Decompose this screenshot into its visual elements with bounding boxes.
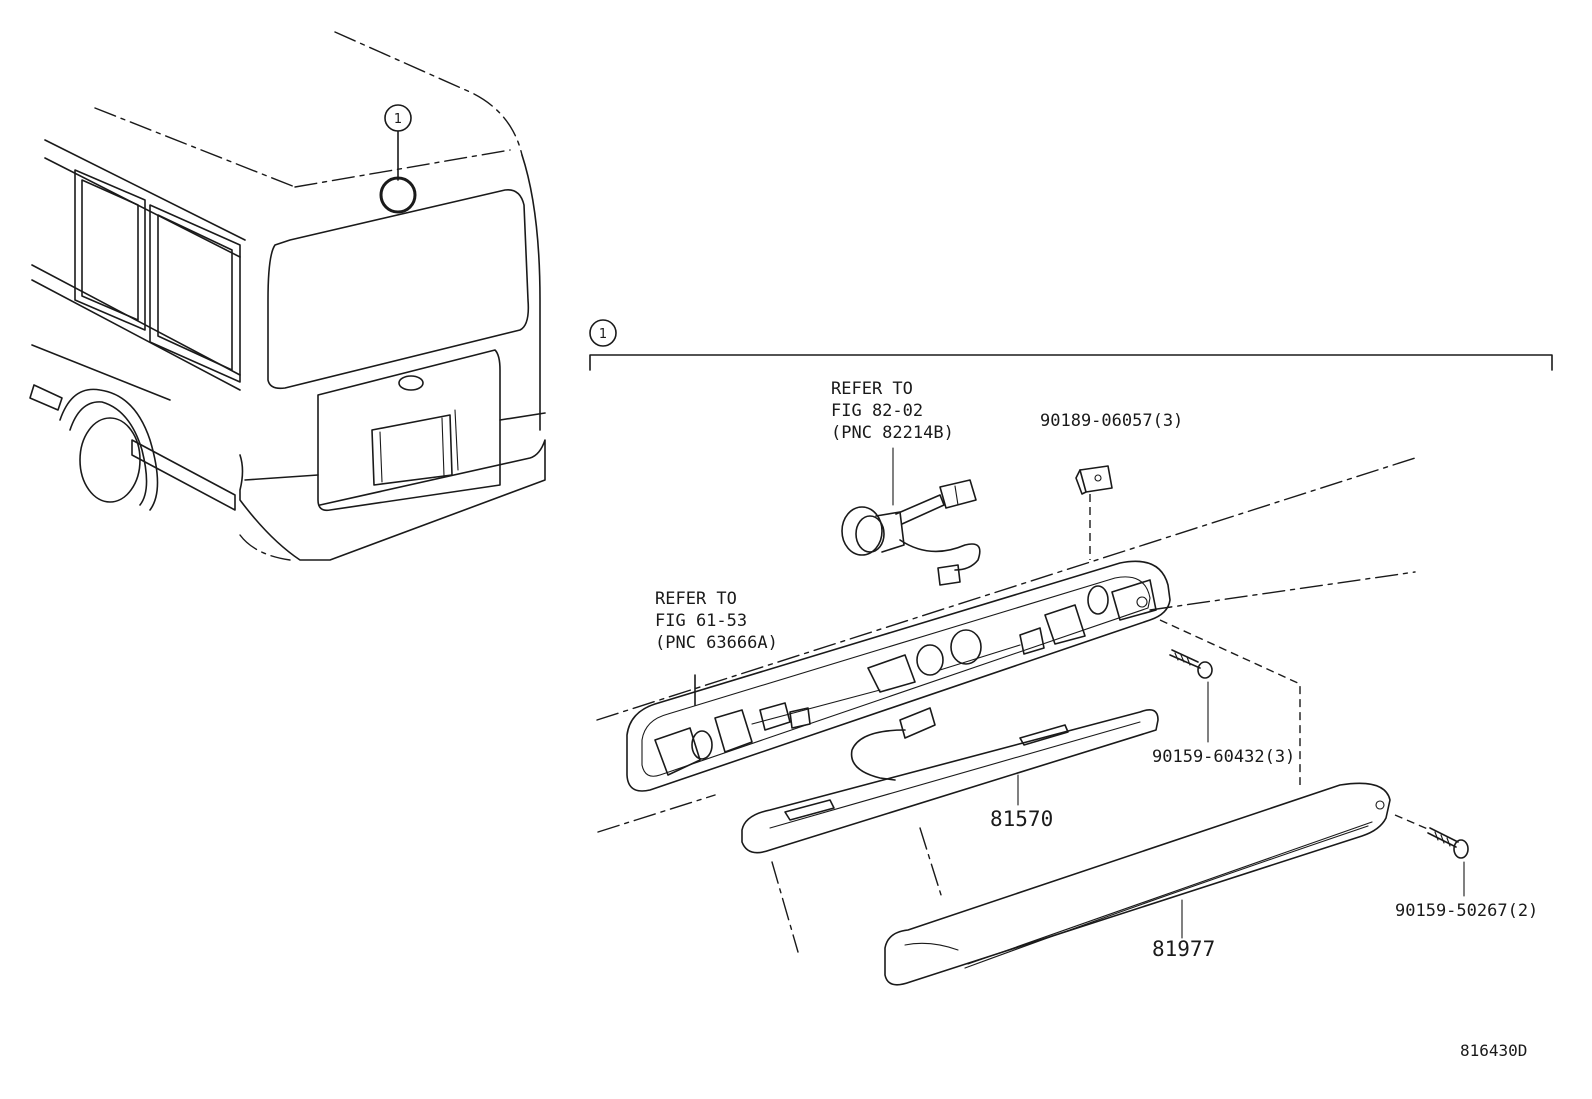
callout-number-exploded: 1 — [599, 327, 607, 342]
refer-82-line3: (PNC 82214B) — [831, 423, 954, 443]
van-rear-view — [29, 31, 546, 561]
part-number-lamp-lens: 81570 — [990, 807, 1053, 831]
body-outline-dashes — [596, 457, 1416, 953]
refer-82-line2: FIG 82-02 — [831, 401, 923, 421]
screw-short — [1159, 619, 1301, 785]
lamp-cover — [884, 782, 1391, 986]
lamp-housing — [626, 560, 1171, 792]
callout-number: 1 — [394, 112, 402, 127]
clip-part — [1075, 465, 1113, 560]
diagram-code: 816430D — [1460, 1041, 1527, 1060]
screw-cover — [1394, 814, 1469, 897]
refer-61-line3: (PNC 63666A) — [655, 633, 778, 653]
refer-61-line2: FIG 61-53 — [655, 611, 747, 631]
refer-82-line1: REFER TO — [831, 379, 913, 399]
lamp-lens — [741, 709, 1159, 854]
label-refer-82: REFER TO FIG 82-02 (PNC 82214B) — [831, 379, 954, 443]
part-number-clip: 90189-06057(3) — [1040, 411, 1183, 431]
part-number-lamp-cover: 81977 — [1152, 937, 1215, 961]
part-number-screw-short: 90159-60432(3) — [1152, 747, 1295, 767]
bulb-socket-wire — [841, 447, 981, 586]
callout-van: 1 — [379, 104, 417, 214]
refer-61-line1: REFER TO — [655, 589, 737, 609]
part-number-screw-cover: 90159-50267(2) — [1395, 901, 1538, 921]
exploded-section-bracket: 1 — [589, 319, 1553, 371]
label-refer-61: REFER TO FIG 61-53 (PNC 63666A) — [655, 589, 778, 653]
